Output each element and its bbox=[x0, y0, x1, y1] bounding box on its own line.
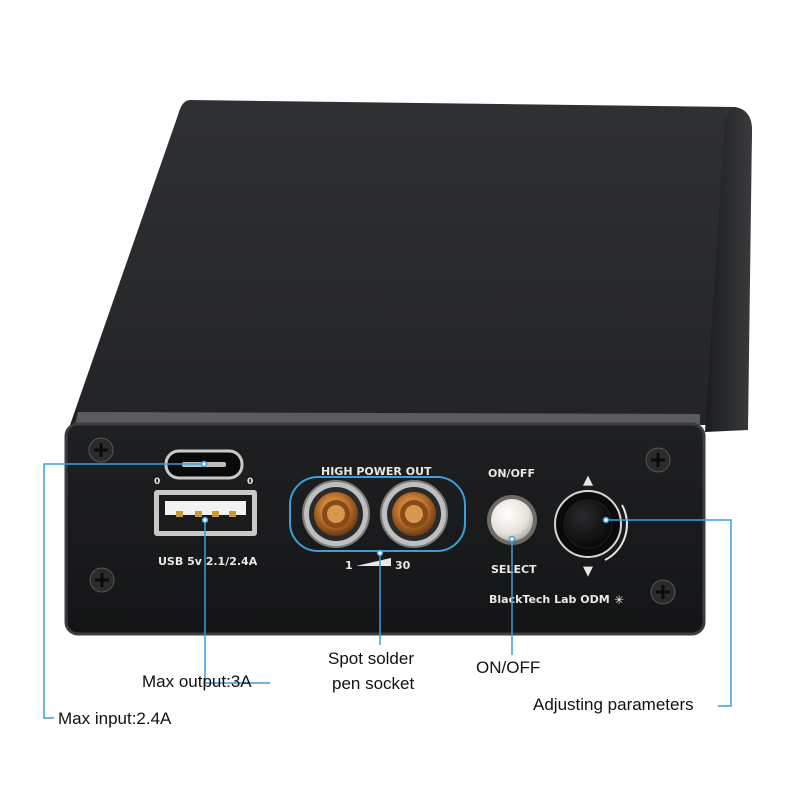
callout-max-output: Max output:3A bbox=[142, 672, 252, 691]
socket-left bbox=[302, 480, 370, 548]
screw-top-left bbox=[88, 437, 114, 463]
callout-on-off: ON/OFF bbox=[476, 658, 541, 677]
callout-spot-solder-line1: Spot solder bbox=[328, 649, 414, 668]
range-wedge bbox=[356, 558, 391, 566]
high-power-out-label: HIGH POWER OUT bbox=[321, 465, 432, 478]
leader-dot-knob bbox=[602, 516, 610, 524]
brand-star-icon: ✳ bbox=[614, 593, 624, 607]
adjust-knob[interactable] bbox=[554, 490, 622, 558]
range-min-label: 1 bbox=[345, 559, 353, 572]
rotation-arc bbox=[604, 504, 628, 561]
leader-dot-usb-a bbox=[201, 516, 209, 524]
on-off-panel-label: ON/OFF bbox=[488, 467, 535, 480]
arrow-down-icon: ▼ bbox=[583, 564, 593, 579]
usb-c-mark-left: 0 bbox=[154, 477, 160, 487]
leader-max-input bbox=[43, 463, 204, 719]
leader-adjust bbox=[606, 519, 732, 707]
enclosure-top bbox=[70, 100, 752, 425]
leader-dot-usb-c bbox=[200, 460, 208, 468]
arrow-up-icon: ▲ bbox=[583, 473, 593, 488]
callout-spot-solder-line2: pen socket bbox=[332, 674, 415, 693]
screw-top-right bbox=[645, 447, 671, 473]
enclosure-side bbox=[705, 107, 752, 432]
leader-dot-socket bbox=[376, 549, 384, 557]
leader-dot-on-off bbox=[508, 535, 516, 543]
callout-max-input: Max input:2.4A bbox=[58, 709, 172, 728]
callout-lines bbox=[43, 460, 732, 719]
on-off-select-button[interactable] bbox=[487, 495, 537, 545]
screw-bottom-left bbox=[89, 567, 115, 593]
callout-adjusting-parameters: Adjusting parameters bbox=[533, 695, 694, 714]
socket-right bbox=[380, 480, 448, 548]
leader-max-output bbox=[204, 520, 270, 684]
range-max-label: 30 bbox=[395, 559, 411, 572]
brand-label: BlackTech Lab ODM bbox=[489, 593, 610, 606]
screw-bottom-right bbox=[650, 579, 676, 605]
usb-label: USB 5v 2.1/2.4A bbox=[158, 555, 258, 568]
select-label: SELECT bbox=[491, 563, 537, 576]
usb-c-mark-right: 0 bbox=[247, 477, 253, 487]
